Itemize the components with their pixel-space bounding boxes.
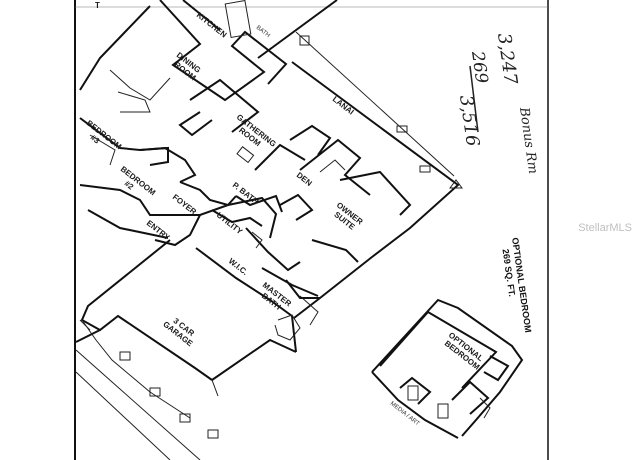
note-total-sqft: 3,516: [455, 94, 483, 148]
optional-bedroom-walls: [371, 298, 524, 439]
label-bath: BATH: [255, 25, 271, 39]
label-kitchen: KITCHEN: [195, 10, 229, 39]
label-lanai: LANAI: [331, 94, 356, 116]
corner-mark: T: [95, 1, 100, 10]
label-den: DEN: [295, 170, 314, 188]
label-entry: ENTRY: [145, 218, 172, 242]
watermark: StellarMLS: [578, 222, 632, 234]
note-bonus-room: Bonus Rm: [516, 105, 540, 174]
label-foyer: FOYER: [171, 192, 198, 216]
label-utility: UTILITY: [215, 210, 245, 236]
page-frame: T: [74, 0, 549, 460]
house-walls: [75, 0, 463, 460]
handwritten-notes: 3,247 269 Bonus Rm 3,516: [455, 32, 540, 175]
note-base-sqft: 3,247: [493, 32, 521, 86]
optional-bedroom-caption: OPTIONAL BEDROOM 269 SQ. FT.: [501, 237, 534, 333]
room-labels: KITCHEN DINING ROOM BEDROOM #3 BEDROOM #…: [85, 10, 485, 427]
